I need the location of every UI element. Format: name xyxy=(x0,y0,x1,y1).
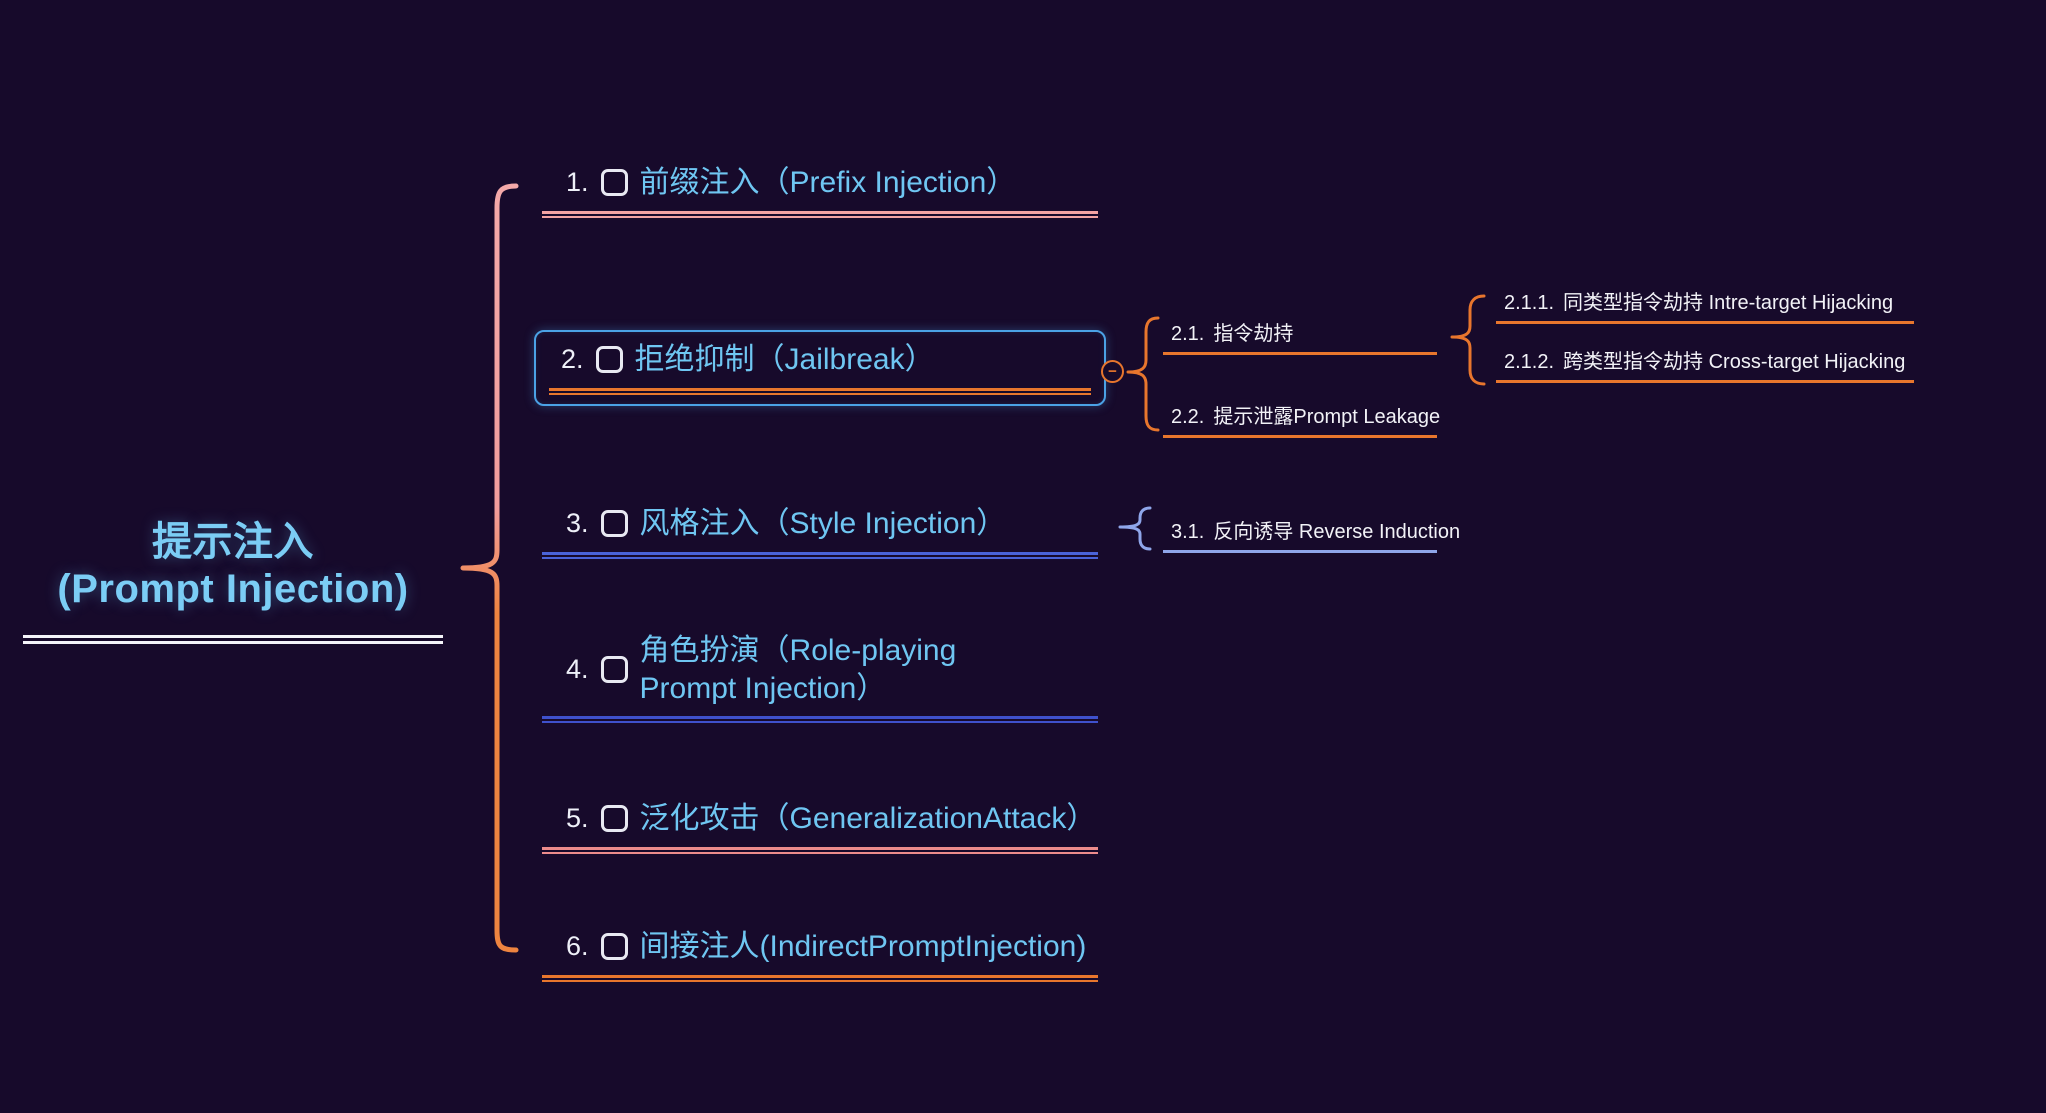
topic-jailbreak[interactable]: 2. 拒绝抑制（Jailbreak） xyxy=(534,330,1106,406)
subtopic-cross-target-hijacking[interactable]: 2.1.2. 跨类型指令劫持 Cross-target Hijacking xyxy=(1496,345,1914,383)
collapse-button[interactable]: − xyxy=(1101,360,1124,383)
root-title-line2: (Prompt Injection) xyxy=(57,567,409,612)
subtopic-label: 指令劫持 xyxy=(1213,323,1294,345)
subtopic-prompt-leakage[interactable]: 2.2. 提示泄露Prompt Leakage xyxy=(1163,400,1441,438)
topic-underline xyxy=(542,716,1098,723)
topic-generalization-attack[interactable]: 5. 泛化攻击（GeneralizationAttack） xyxy=(542,800,1098,854)
subtopic-number: 2.1.1. xyxy=(1504,292,1555,314)
root-topic[interactable]: 提示注入 (Prompt Injection) xyxy=(23,519,443,645)
subtopic-reverse-induction[interactable]: 3.1. 反向诱导 Reverse Induction xyxy=(1163,515,1460,553)
subtopic-underline xyxy=(1163,550,1437,553)
topic-underline xyxy=(542,551,1098,559)
topic-underline xyxy=(542,974,1098,982)
subtopic-underline xyxy=(1496,321,1914,324)
subtopic-underline xyxy=(1496,380,1914,383)
subtopic-underline xyxy=(1163,435,1437,438)
subtopic-number: 2.1. xyxy=(1171,323,1205,345)
style-children-brace xyxy=(1118,506,1152,551)
topic-underline xyxy=(549,387,1091,395)
root-underline xyxy=(23,635,443,645)
topic-style-injection[interactable]: 3. 风格注入（Style Injection） xyxy=(542,505,1098,559)
checkbox-unchecked-icon[interactable] xyxy=(600,169,628,197)
root-title-line1: 提示注入 xyxy=(152,520,314,564)
topic-label: 拒绝抑制（Jailbreak） xyxy=(634,343,935,376)
subtopic-label: 提示泄露Prompt Leakage xyxy=(1213,406,1441,428)
subtopic-label: 跨类型指令劫持 Cross-target Hijacking xyxy=(1563,351,1906,373)
topic-underline xyxy=(542,210,1098,218)
topic-indirect-injection[interactable]: 6. 间接注人(IndirectPromptInjection) xyxy=(542,928,1098,982)
topic-number: 6. xyxy=(566,931,589,962)
checkbox-unchecked-icon[interactable] xyxy=(600,933,628,961)
subtopic-number: 2.1.2. xyxy=(1504,351,1555,373)
subtopic-number: 3.1. xyxy=(1171,521,1205,543)
checkbox-unchecked-icon[interactable] xyxy=(595,346,623,374)
subtopic-instruction-hijacking[interactable]: 2.1. 指令劫持 xyxy=(1163,317,1437,355)
topic-number: 4. xyxy=(566,654,589,684)
hijacking-children-brace xyxy=(1450,294,1486,386)
topic-label: 风格注入（Style Injection） xyxy=(639,507,1007,540)
checkbox-unchecked-icon[interactable] xyxy=(600,656,628,683)
topic-label: 角色扮演（Role-playing Prompt Injection） xyxy=(639,634,957,705)
topic-underline xyxy=(542,846,1098,854)
topic-number: 1. xyxy=(566,167,589,198)
root-brace xyxy=(460,183,519,953)
topic-number: 2. xyxy=(561,344,584,375)
checkbox-unchecked-icon[interactable] xyxy=(600,510,628,538)
jailbreak-children-brace xyxy=(1126,316,1160,432)
topic-number: 3. xyxy=(566,508,589,539)
subtopic-label: 反向诱导 Reverse Induction xyxy=(1213,521,1461,543)
checkbox-unchecked-icon[interactable] xyxy=(600,805,628,833)
topic-number: 5. xyxy=(566,803,589,834)
topic-label: 前缀注入（Prefix Injection） xyxy=(639,166,1017,199)
topic-label: 间接注人(IndirectPromptInjection) xyxy=(639,930,1087,963)
subtopic-intra-target-hijacking[interactable]: 2.1.1. 同类型指令劫持 Intre-target Hijacking xyxy=(1496,286,1914,324)
topic-prefix-injection[interactable]: 1. 前缀注入（Prefix Injection） xyxy=(542,164,1098,218)
topic-label: 泛化攻击（GeneralizationAttack） xyxy=(639,802,1097,835)
topic-roleplay-injection[interactable]: 4. 角色扮演（Role-playing Prompt Injection） xyxy=(542,632,1098,723)
subtopic-underline xyxy=(1163,352,1437,355)
subtopic-label: 同类型指令劫持 Intre-target Hijacking xyxy=(1563,292,1894,314)
subtopic-number: 2.2. xyxy=(1171,406,1205,428)
